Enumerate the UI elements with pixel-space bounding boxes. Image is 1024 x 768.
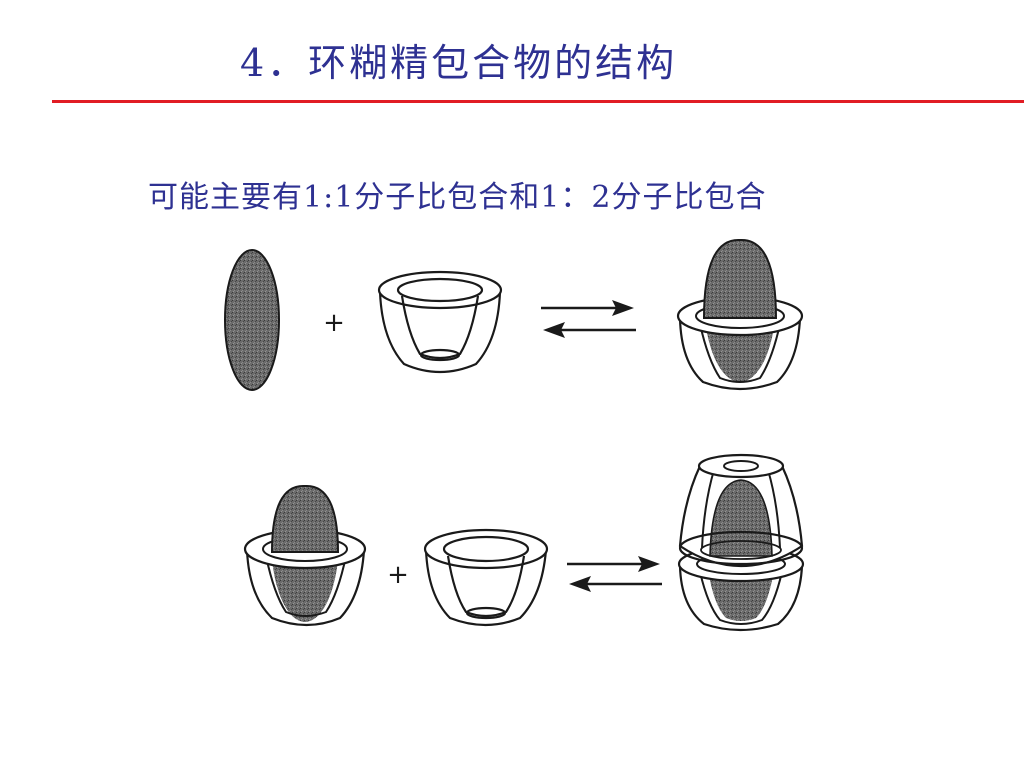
plus-sign: +	[323, 308, 345, 338]
slide-subtitle: 可能主要有1:1分子比包合和1：2分子比包合	[148, 180, 767, 215]
guest-molecule	[224, 249, 280, 391]
cyclodextrin-cone	[377, 270, 503, 374]
equilibrium-arrows	[567, 556, 662, 592]
inclusion-complex-1-1	[243, 484, 367, 627]
equilibrium-arrows	[541, 300, 636, 338]
inclusion-complex-1-1	[676, 238, 804, 391]
inclusion-complex-1-2	[677, 453, 805, 632]
title-divider	[52, 100, 1024, 103]
cyclodextrin-cone	[423, 528, 549, 627]
plus-sign: +	[387, 560, 409, 590]
slide-title: 4．环糊精包合物的结构	[240, 41, 678, 85]
